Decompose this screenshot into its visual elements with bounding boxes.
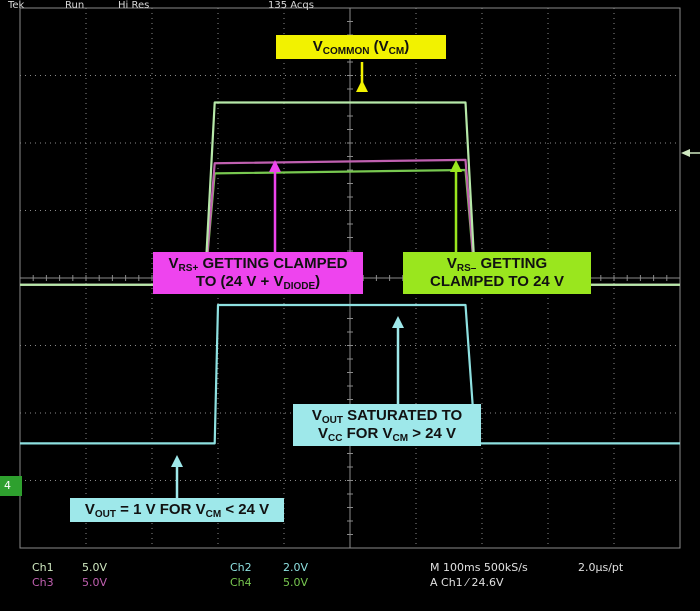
ch1-scale: 5.0V: [82, 561, 108, 574]
sample-interval-readout: 2.0µs/pt: [578, 561, 624, 574]
trigger-readout: A Ch1 ⁄ 24.6V: [430, 576, 504, 589]
ch3-scale: 5.0V: [82, 576, 108, 589]
acquisition-count: 135 Acqs: [268, 0, 314, 11]
run-state: Run: [65, 0, 85, 11]
arrow-vrs-plus-head: [269, 160, 281, 172]
trigger-level-marker: [681, 149, 690, 157]
ch2-scale: 2.0V: [283, 561, 309, 574]
ch3-label: Ch3: [32, 576, 54, 589]
trace-ch2: [20, 303, 680, 445]
arrow-vcm-head: [356, 80, 368, 92]
vcommon-label: VCOMMON (VCM): [276, 35, 446, 59]
vout-low-label: VOUT = 1 V FOR VCM < 24 V: [70, 498, 284, 522]
ch1-label: Ch1: [32, 561, 54, 574]
arrow-vout-saturated-head: [392, 316, 404, 328]
vrs-minus-label: VRS– GETTING CLAMPED TO 24 V: [403, 252, 591, 294]
ch4-ground-marker: 4: [0, 476, 22, 496]
arrow-vrs-minus-head: [450, 160, 462, 172]
acquisition-mode: Hi Res: [118, 0, 150, 11]
vout-saturated-label: VOUT SATURATED TO VCC FOR VCM > 24 V: [293, 404, 481, 446]
vrs-plus-label: VRS+ GETTING CLAMPED TO (24 V + VDIODE): [153, 252, 363, 294]
brand-label: Tek: [8, 0, 25, 11]
ch2-label: Ch2: [230, 561, 252, 574]
timebase-readout: M 100ms 500kS/s: [430, 561, 528, 574]
ch4-label: Ch4: [230, 576, 252, 589]
ch4-scale: 5.0V: [283, 576, 309, 589]
arrow-vout-low-head: [171, 455, 183, 467]
